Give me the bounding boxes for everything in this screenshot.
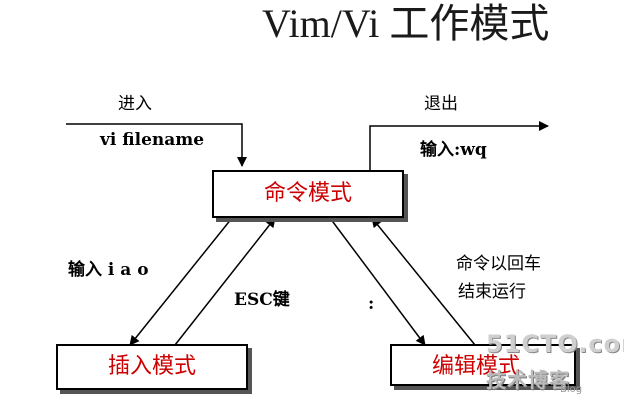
- insert-mode-box: 插入模式: [56, 344, 248, 390]
- cmd-to-edit-arrow: [329, 217, 426, 346]
- colon-label: :: [368, 294, 375, 314]
- finish-label-line1: 命令以回车: [456, 254, 541, 274]
- command-mode-box: 命令模式: [212, 170, 404, 218]
- insert-keys-label: 输入 i a o: [68, 260, 149, 280]
- cmd-to-insert-arrow: [129, 217, 233, 346]
- watermark-blog: 技术博客: [486, 368, 570, 392]
- finish-label-line2: 结束运行: [458, 282, 526, 302]
- esc-label: ESC键: [234, 290, 290, 310]
- watermark-site: 51CTO.com: [486, 330, 624, 358]
- page-title: Vim/Vi 工作模式: [262, 1, 550, 46]
- edit-mode-box: 编辑模式: [390, 344, 576, 386]
- insert-to-cmd-arrow: [174, 217, 276, 346]
- enter-label: 进入: [118, 94, 152, 114]
- watermark-blog-tag: Blog: [560, 384, 583, 395]
- exit-arrow: [369, 121, 549, 172]
- enter-arrow: [66, 123, 247, 167]
- edit-to-cmd-arrow: [371, 217, 476, 346]
- exit-command-label: 输入:wq: [420, 140, 487, 160]
- enter-command-label: vi filename: [100, 130, 205, 150]
- exit-label: 退出: [424, 94, 458, 114]
